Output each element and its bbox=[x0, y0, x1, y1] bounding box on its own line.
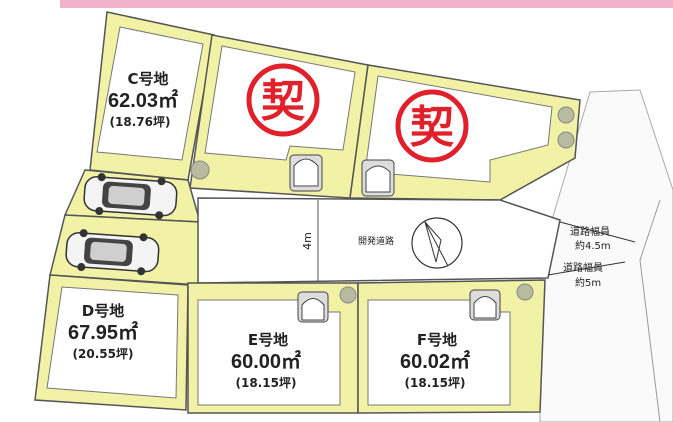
lot-e-tsubo: (18.15坪) bbox=[236, 376, 297, 390]
contract-mark-text: 契 bbox=[261, 76, 305, 127]
road2-width: 約5m bbox=[575, 276, 601, 289]
garage-door-b bbox=[361, 159, 395, 197]
lot-c-building bbox=[96, 26, 204, 161]
lot-e-area: 60.00㎡ bbox=[231, 349, 301, 373]
lot-d-area: 67.95㎡ bbox=[68, 320, 138, 344]
car-icon bbox=[83, 173, 178, 220]
road2-label: 道路幅員 bbox=[563, 261, 603, 274]
dev-road-label: 開発道路 bbox=[358, 235, 394, 247]
lot-d-building bbox=[46, 286, 179, 399]
lot-f-area: 60.02㎡ bbox=[400, 349, 470, 373]
lot-c-name: C号地 bbox=[127, 70, 168, 88]
contract-mark-text: 契 bbox=[410, 102, 454, 153]
car-icon bbox=[65, 229, 160, 276]
road1-width: 約4.5m bbox=[575, 239, 611, 252]
tree-icon bbox=[339, 286, 357, 304]
garage-door-f bbox=[469, 289, 501, 321]
lot-d-name: D号地 bbox=[82, 302, 124, 320]
road-edge-line bbox=[639, 199, 661, 261]
contract-seal-b: 契 bbox=[395, 89, 469, 163]
tree-icon bbox=[557, 106, 575, 124]
dev-road-width: 4m bbox=[301, 232, 314, 250]
road-width-line bbox=[559, 221, 636, 243]
road1-label: 道路幅員 bbox=[570, 225, 610, 238]
lot-e-name: E号地 bbox=[248, 331, 288, 349]
north-arrow-icon bbox=[411, 217, 463, 269]
lot-f-name: F号地 bbox=[417, 331, 457, 349]
lot-c-tsubo: (18.76坪) bbox=[110, 115, 171, 129]
development-road bbox=[197, 197, 561, 284]
lot-c-area: 62.03㎡ bbox=[108, 88, 178, 112]
road-width-line bbox=[547, 261, 626, 276]
lot-f-tsubo: (18.15坪) bbox=[405, 376, 466, 390]
garage-door-e bbox=[297, 291, 329, 323]
tree-icon bbox=[516, 283, 534, 301]
contract-seal-a: 契 bbox=[246, 63, 320, 137]
tree-icon bbox=[557, 131, 575, 149]
header-strip bbox=[60, 0, 673, 8]
garage-door-a bbox=[289, 154, 323, 192]
road-edge-line bbox=[639, 259, 661, 422]
lot-d-tsubo: (20.55坪) bbox=[73, 347, 134, 361]
tree-icon bbox=[190, 160, 210, 180]
